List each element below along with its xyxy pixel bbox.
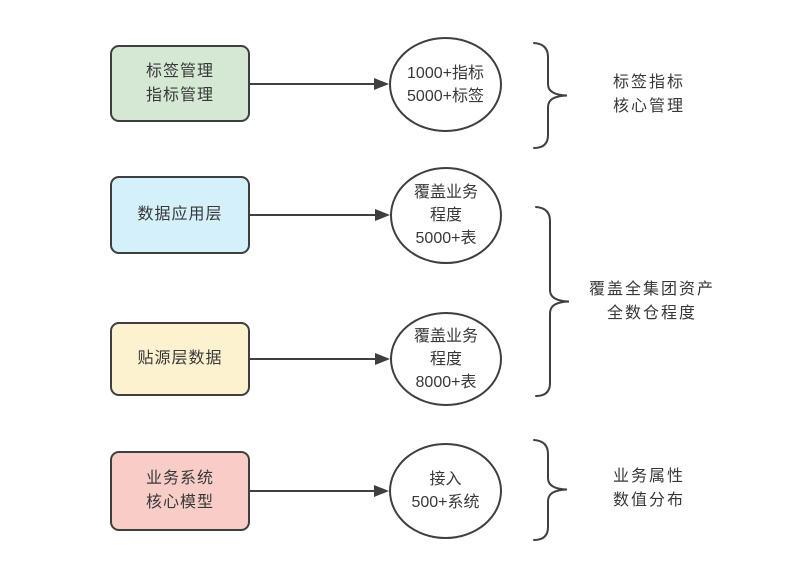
group-label-group-asset-coverage: 覆盖全集团资产 全数仓程度 <box>578 278 726 326</box>
arrow-2 <box>250 209 390 221</box>
group-label-tag-metric-core-mgmt: 标签指标 核心管理 <box>585 71 713 119</box>
ellipse-label-line: 500+系统 <box>411 494 480 511</box>
ellipse-label-line: 程度 <box>429 350 462 368</box>
group-label-line: 核心管理 <box>612 98 685 115</box>
metric-ellipse-systems: 接入 500+系统 <box>389 443 502 539</box>
ellipse-label-line: 5000+表 <box>415 230 477 247</box>
ellipse-label-line: 1000+指标 <box>407 64 484 82</box>
ellipse-label-line: 覆盖业务 <box>413 184 478 201</box>
box-label-line: 业务系统 <box>145 470 214 487</box>
group-label-line: 覆盖全集团资产 <box>588 281 715 298</box>
box-label-line: 核心模型 <box>145 494 214 511</box>
metric-ellipse-app-tables: 覆盖业务 程度 5000+表 <box>390 167 502 264</box>
arrow-1 <box>250 78 389 90</box>
ellipse-label-line: 程度 <box>429 207 462 224</box>
metric-ellipse-tags: 1000+指标 5000+标签 <box>389 37 502 132</box>
source-box-tag-metric-mgmt: 标签管理 指标管理 <box>110 45 250 122</box>
group-label-business-attr-distribution: 业务属性 数值分布 <box>585 465 713 513</box>
box-label-line: 指标管理 <box>145 86 214 104</box>
group-label-line: 全数仓程度 <box>606 305 697 322</box>
source-box-business-system: 业务系统 核心模型 <box>110 451 250 531</box>
arrow-3 <box>250 353 390 365</box>
group-brace-2 <box>535 206 570 397</box>
arrow-4 <box>250 485 389 497</box>
group-label-line: 数值分布 <box>612 492 685 509</box>
ellipse-label-line: 覆盖业务 <box>413 327 478 345</box>
ellipse-label-line: 8000+表 <box>415 373 477 391</box>
group-label-line: 标签指标 <box>612 74 685 91</box>
ellipse-label-line: 接入 <box>429 471 462 488</box>
group-label-line: 业务属性 <box>612 468 685 485</box>
source-box-data-app-layer: 数据应用层 <box>110 176 250 254</box>
source-box-ods-layer: 贴源层数据 <box>110 322 250 396</box>
box-label-line: 数据应用层 <box>137 206 223 223</box>
box-label-line: 标签管理 <box>145 62 214 80</box>
group-brace-1 <box>533 42 568 149</box>
box-label-line: 贴源层数据 <box>137 350 223 367</box>
ellipse-label-line: 5000+标签 <box>407 87 484 105</box>
group-brace-3 <box>533 439 568 541</box>
metric-ellipse-ods-tables: 覆盖业务 程度 8000+表 <box>390 312 502 406</box>
